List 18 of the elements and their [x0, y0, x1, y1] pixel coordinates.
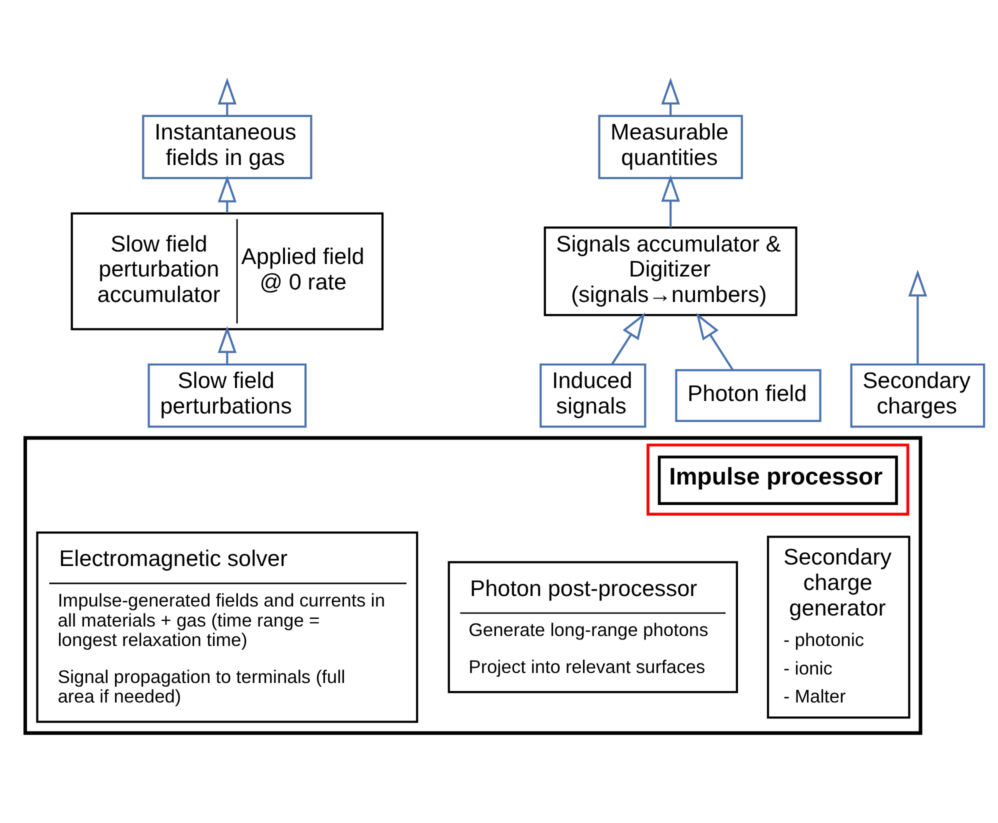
node-box: Induced signals — [540, 362, 646, 428]
node-box: Photon field — [675, 368, 822, 422]
arrow — [611, 312, 646, 364]
node-box: Secondary charges — [850, 362, 986, 428]
node-box: Instantaneous fields in gas — [142, 114, 312, 179]
node-box: Measurable quantities — [598, 114, 743, 179]
node-box: Signals accumulator & Digitizer (signals→numbers) — [544, 226, 798, 316]
arrow — [908, 269, 928, 364]
arrow — [218, 326, 237, 364]
node-box: Photon post-processor Generate long-range photons Project into relevant surfaces — [448, 560, 738, 693]
node-box: Electromagnetic solver Impulse-generated fields and currents in all materials + gas (time range = longest relaxation time) Signal propagation to terminals (full area if needed) — [36, 530, 418, 722]
arrow — [696, 312, 734, 370]
node-box: Secondary charge generator - photonic - ionic - Malter — [766, 535, 910, 718]
arrow — [218, 175, 237, 213]
arrow — [661, 174, 680, 227]
arrow — [218, 77, 237, 116]
node-box: Slow field perturbations — [148, 362, 307, 428]
arrow — [661, 77, 680, 116]
